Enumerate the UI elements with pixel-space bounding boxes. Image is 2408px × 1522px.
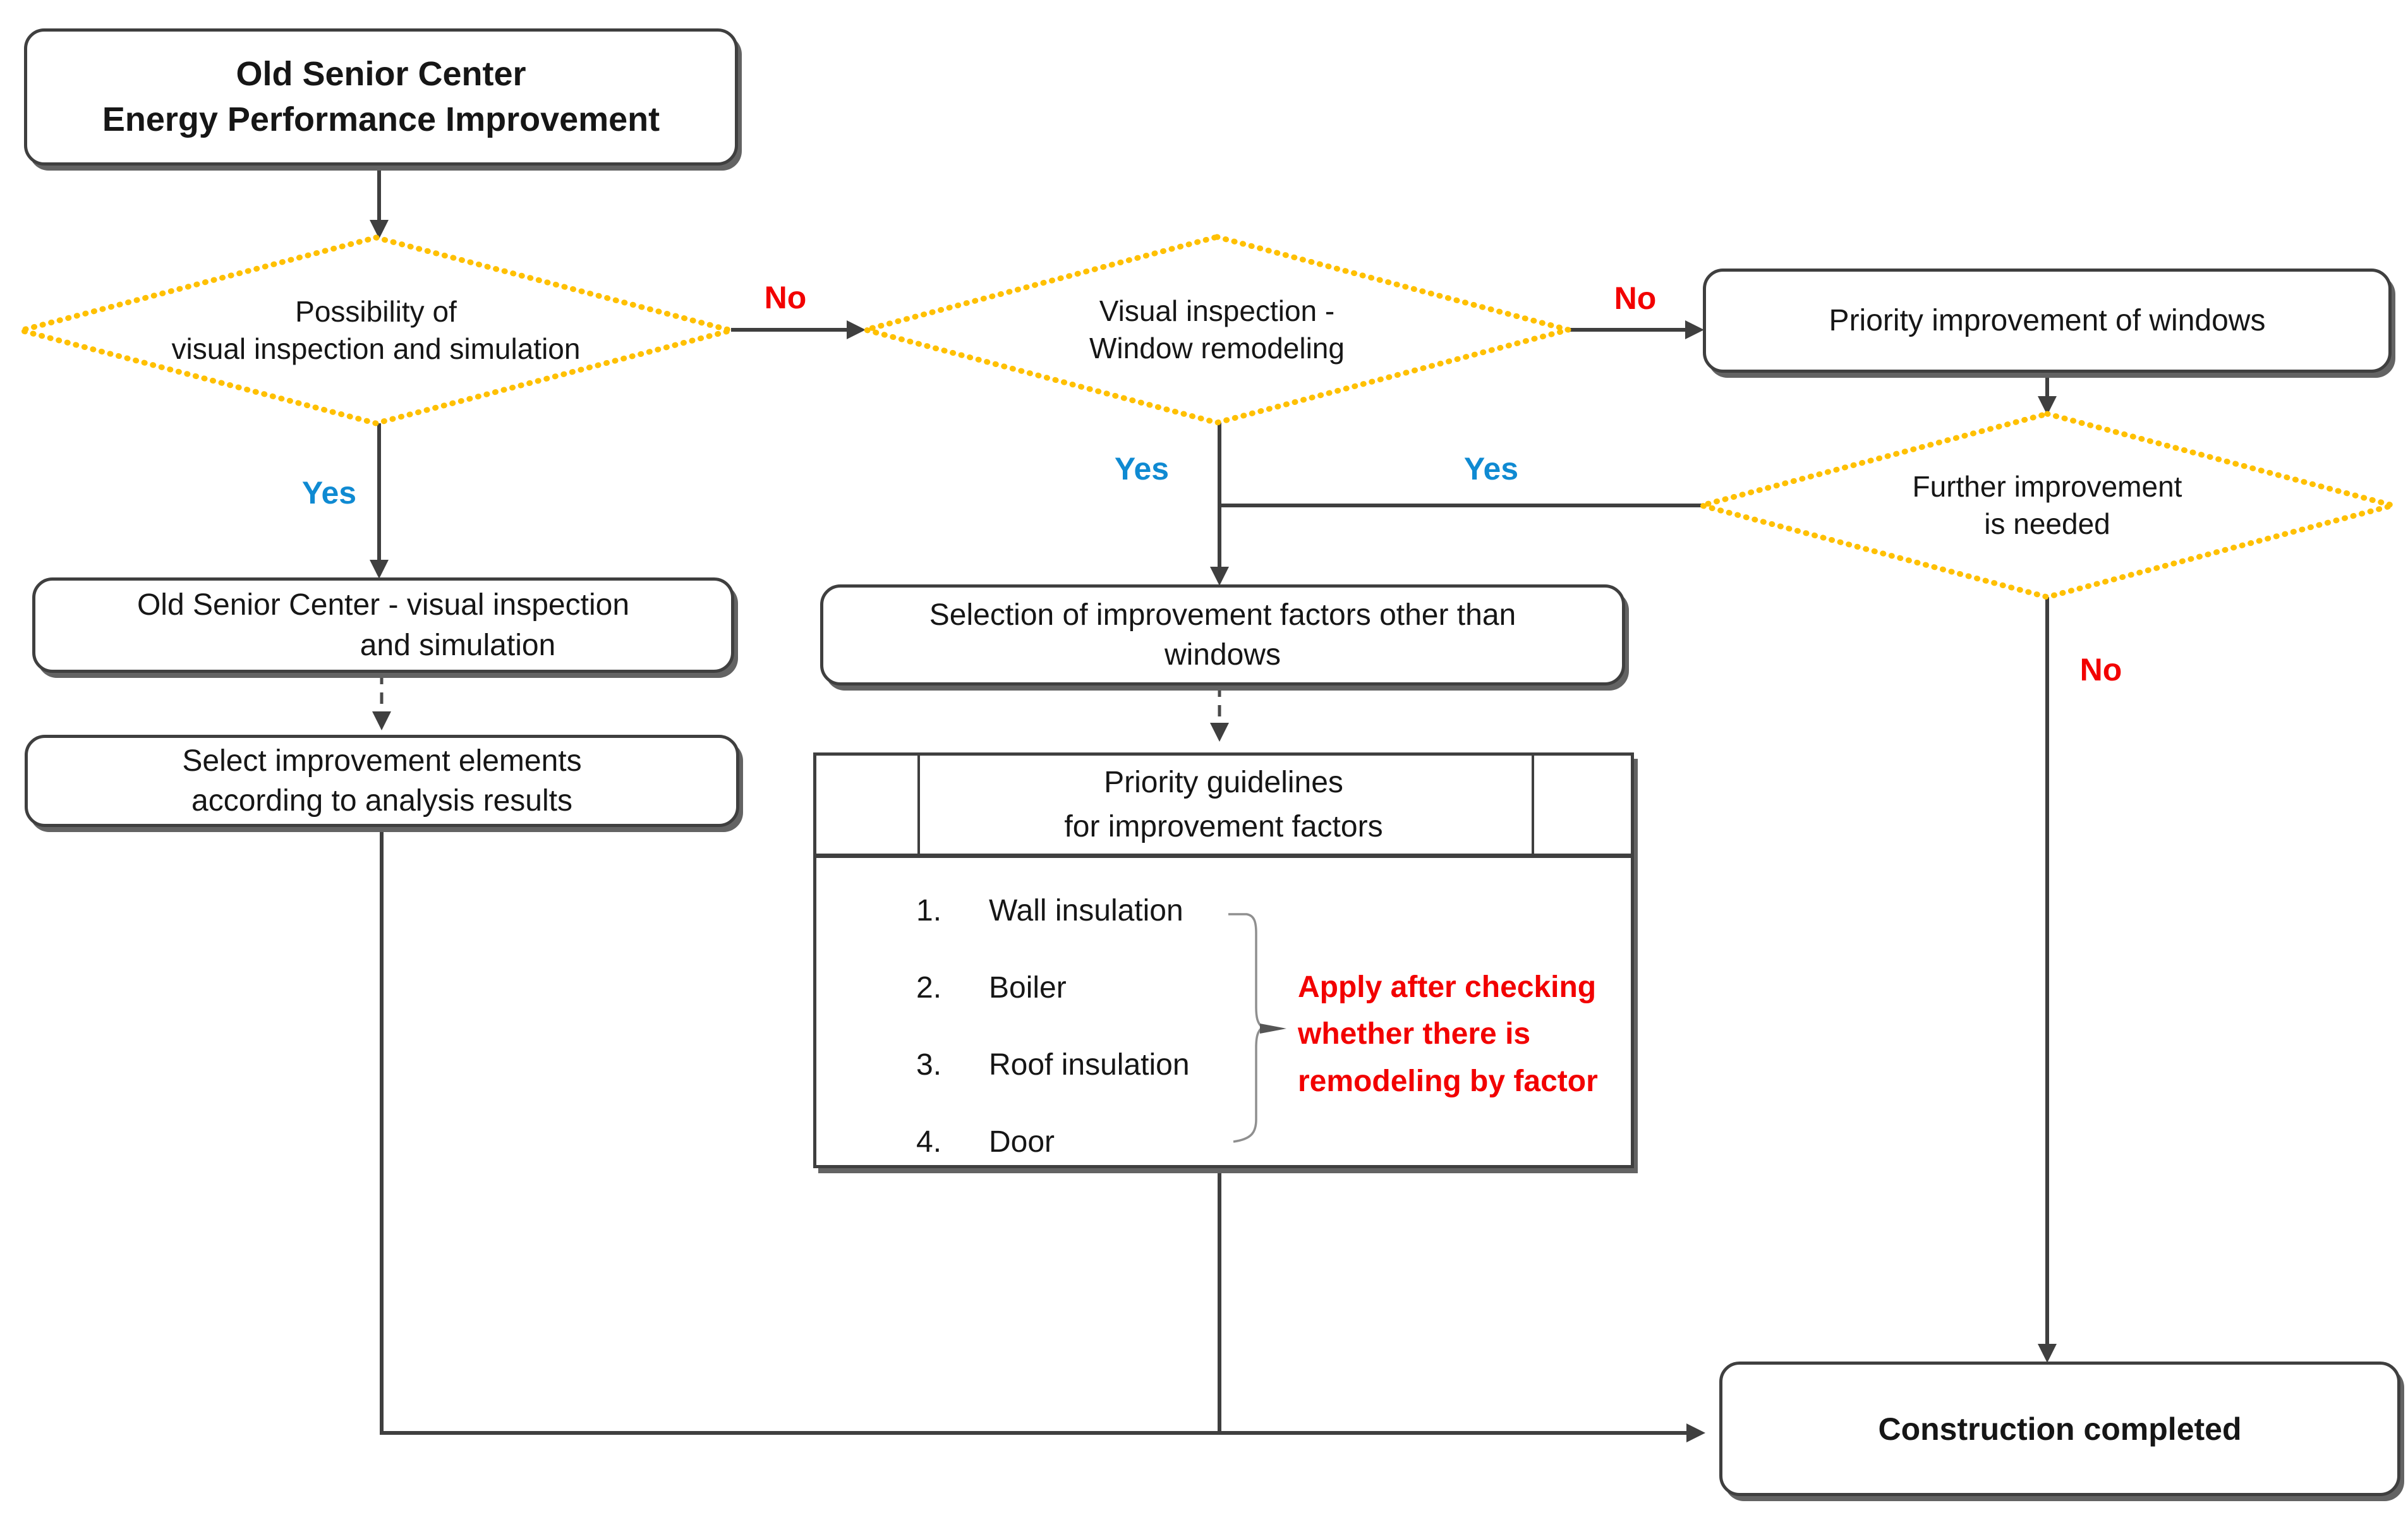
- edge-label-no-2: No: [1614, 281, 1657, 316]
- decision-window-remodeling-diamond: [862, 234, 1571, 426]
- item-label: Roof insulation: [989, 1048, 1190, 1082]
- process-selection-of-factors: Selection of improvement factors other t…: [820, 584, 1625, 686]
- table-header-divider-right: [1532, 756, 1534, 854]
- decision-line1: Further improvement: [1912, 470, 2182, 504]
- process-label: Priority improvement of windows: [1829, 303, 2266, 337]
- table-header-line2: for improvement factors: [1064, 809, 1383, 843]
- item-label: Boiler: [989, 971, 1067, 1005]
- start-node-title: Old Senior Center Energy Performance Imp…: [24, 28, 738, 166]
- process-line1: Select improvement elements: [182, 744, 582, 778]
- edge-label-yes-3: Yes: [1463, 451, 1519, 486]
- decision-line2: Window remodeling: [1089, 332, 1345, 365]
- process-line2: according to analysis results: [191, 784, 572, 818]
- decision-line1: Possibility of: [295, 295, 457, 329]
- decision-line2: visual inspection and simulation: [171, 332, 581, 365]
- process-line2: windows: [1164, 638, 1281, 672]
- end-label: Construction completed: [1878, 1411, 2242, 1447]
- annotation-line2: whether there is: [1298, 1017, 1531, 1051]
- table-header: Priority guidelines for improvement fact…: [816, 756, 1631, 858]
- bracket-annotation-pointer: [1228, 913, 1286, 1143]
- annotation-line3: remodeling by factor: [1298, 1064, 1598, 1098]
- edge-label-yes-1: Yes: [301, 475, 357, 510]
- decision-window-remodeling-text: Visual inspection - Window remodeling: [933, 260, 1501, 399]
- edge-label-no-3: No: [2079, 652, 2122, 687]
- item-number: 1.: [916, 894, 942, 927]
- process-line1: Selection of improvement factors other t…: [929, 598, 1516, 632]
- process-visual-inspection-simulation: Old Senior Center - visual inspection an…: [32, 577, 734, 673]
- process-line1: Old Senior Center - visual inspection: [136, 588, 630, 622]
- item-number: 4.: [916, 1125, 942, 1159]
- dashed-connectors: [380, 673, 1221, 724]
- arrowheads: [370, 220, 2057, 1442]
- table-row-door: 4. Door: [916, 1125, 1055, 1159]
- decision-possibility-diamond: [18, 234, 734, 426]
- end-node-construction-completed: Construction completed: [1719, 1362, 2400, 1496]
- table-row-boiler: 2. Boiler: [916, 970, 1067, 1005]
- decision-further-improvement-text: Further improvement is needed: [1763, 436, 2332, 575]
- decision-further-improvement-diamond: [1698, 411, 2396, 600]
- connector-lines: [377, 166, 2049, 1435]
- title-line1: Old Senior Center: [236, 55, 526, 94]
- decision-possibility-text: Possibility of visual inspection and sim…: [92, 261, 660, 400]
- table-row-roof-insulation: 3. Roof insulation: [916, 1048, 1190, 1082]
- table-row-wall-insulation: 1. Wall insulation: [916, 893, 1183, 928]
- process-select-improvement-elements: Select improvement elements according to…: [25, 735, 739, 827]
- item-label: Wall insulation: [989, 894, 1183, 927]
- process-priority-improvement-windows: Priority improvement of windows: [1703, 269, 2392, 373]
- edge-label-no-1: No: [764, 280, 807, 315]
- bracket-path: [1228, 913, 1264, 1143]
- table-header-line1: Priority guidelines: [1104, 765, 1343, 799]
- item-number: 3.: [916, 1048, 942, 1082]
- annotation-line1: Apply after checking: [1298, 970, 1597, 1004]
- item-label: Door: [989, 1125, 1055, 1159]
- annotation-apply-after-checking: Apply after checking whether there is re…: [1298, 964, 1598, 1105]
- decision-line1: Visual inspection -: [1099, 294, 1335, 328]
- decision-line2: is needed: [1984, 507, 2110, 540]
- bracket-arrow-icon: [1260, 1024, 1286, 1034]
- edge-label-yes-2: Yes: [1114, 451, 1170, 486]
- table-header-divider-left: [917, 756, 920, 854]
- item-number: 2.: [916, 971, 942, 1005]
- title-line2: Energy Performance Improvement: [102, 100, 660, 138]
- priority-guidelines-table: Priority guidelines for improvement fact…: [813, 752, 1634, 1168]
- process-line2: and simulation: [360, 628, 556, 662]
